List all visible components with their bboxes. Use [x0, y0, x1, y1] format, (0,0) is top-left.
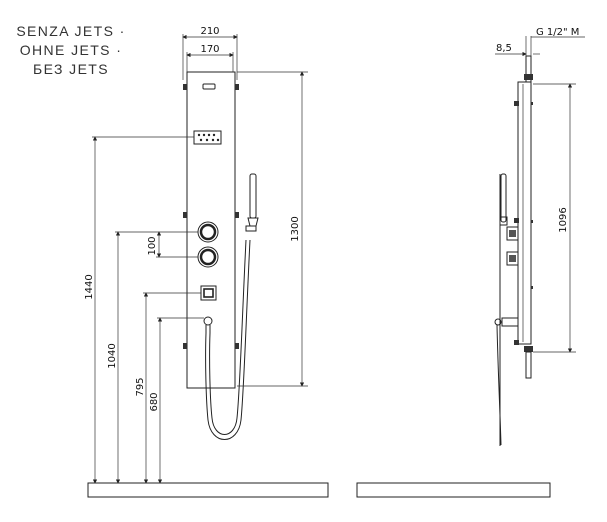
dim-outlet-height: 680 [149, 317, 204, 484]
dim-795-label: 795 [135, 377, 146, 396]
side-view: G 1/2" M 8,5 1096 [356, 27, 585, 498]
side-hand-shower [500, 173, 507, 223]
connection-label: G 1/2" M [536, 27, 579, 38]
dim-connection: G 1/2" M [525, 27, 585, 56]
dim-overall-height: 1440 [84, 136, 194, 484]
title-line-ru: БЕЗ JETS [33, 61, 109, 77]
dim-210-label: 210 [200, 26, 219, 37]
bottom-connection [524, 346, 533, 379]
top-slot [202, 83, 216, 90]
side-floor [356, 482, 551, 498]
side-knobs [499, 216, 519, 266]
dim-mixer-height: 1040 [107, 231, 198, 484]
dim-680-label: 680 [149, 392, 160, 411]
title-line-de: OHNE JETS · [19, 42, 123, 58]
dim-connection-height: 1096 [533, 83, 576, 353]
side-outlet [494, 317, 519, 446]
dim-1440-label: 1440 [84, 274, 95, 299]
overhead-shower [193, 130, 222, 145]
hand-shower [245, 173, 259, 232]
dim-offset: 8,5 [495, 43, 540, 57]
dim-100-label: 100 [147, 236, 158, 255]
dim-1040-label: 1040 [107, 343, 118, 368]
shower-panel [186, 71, 236, 389]
dim-1300-label: 1300 [290, 216, 301, 241]
flow-control [200, 285, 217, 301]
panel-brackets [183, 84, 239, 349]
side-panel [517, 81, 532, 345]
dim-diverter-height: 795 [135, 292, 201, 484]
front-floor [87, 482, 329, 498]
side-jets [531, 102, 533, 289]
top-connection [524, 55, 533, 83]
front-view: 210 170 1300 1440 1040 [84, 26, 329, 498]
dim-control-spacing: 100 [147, 231, 198, 258]
side-brackets [514, 101, 519, 345]
hand-shower-hose [203, 239, 251, 440]
dim-1096-label: 1096 [558, 207, 569, 232]
dim-width-inner: 170 [186, 44, 234, 72]
dim-170-label: 170 [200, 44, 219, 55]
dim-panel-height: 1300 [237, 71, 308, 387]
offset-label: 8,5 [496, 43, 512, 54]
title-line-it: SENZA JETS · [16, 23, 126, 39]
title-block: SENZA JETS · OHNE JETS · БЕЗ JETS [0, 22, 142, 79]
diverter-knob [197, 246, 219, 268]
mixer-knob [197, 221, 219, 243]
